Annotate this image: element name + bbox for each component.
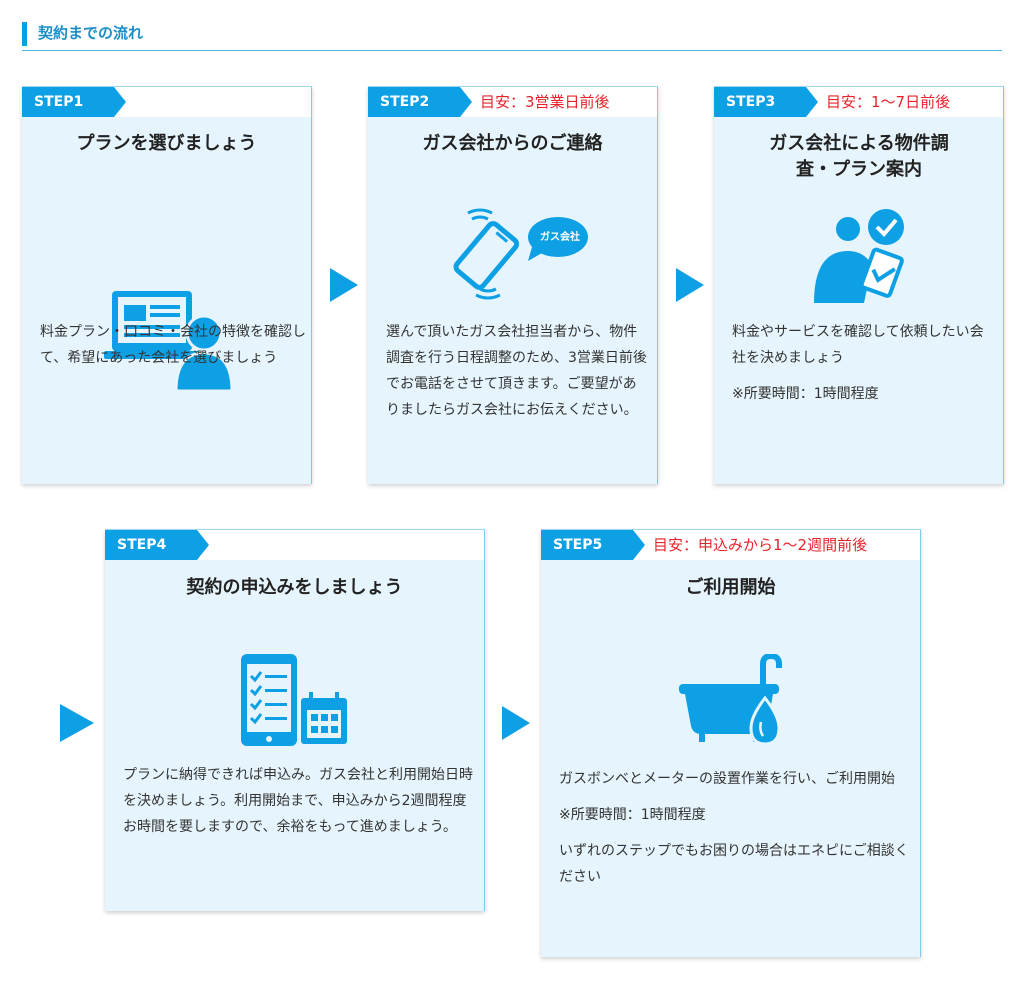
step-body-note: ※所要時間：1時間程度 bbox=[732, 386, 879, 402]
step-title: プランを選びましょう bbox=[76, 133, 257, 154]
step-tag: STEP4 bbox=[105, 530, 209, 560]
step-card-2: STEP2 目安：3営業日前後 ガス会社からのご連絡 ガス会社 選んで頂いたガス… bbox=[368, 86, 658, 484]
step-title: 契約の申込みをしましょう bbox=[186, 577, 403, 598]
step-estimate: 目安：1〜7日前後 bbox=[826, 93, 951, 111]
step-body-text: 選んで頂いたガス会社担当者から、物件調査を行う日程調整のため、3営業日前後でお電… bbox=[386, 324, 647, 418]
arrow-right-icon bbox=[502, 706, 530, 740]
step-tag: STEP3 bbox=[714, 87, 818, 117]
step-tag: STEP1 bbox=[22, 87, 126, 117]
step-title: ガス会社からのご連絡 bbox=[422, 133, 603, 154]
step-body: 料金やサービスを確認して依頼したい会社を決めましょう ※所要時間：1時間程度 bbox=[732, 319, 996, 417]
smartphone-calendar-icon bbox=[241, 654, 351, 754]
step-body-text: プランに納得できれば申込み。ガス会社と利用開始日時を決めましょう。利用開始まで、… bbox=[123, 767, 473, 835]
step-body-help: いずれのステップでもお困りの場合はエネピにご相談ください bbox=[559, 843, 909, 885]
step-body: 料金プラン・口コミ・会社の特徴を確認して、希望にあった会社を選びましょう bbox=[40, 319, 310, 381]
step-card-3: STEP3 目安：1〜7日前後 ガス会社による物件調査・プラン案内 料金やサービ… bbox=[714, 86, 1004, 484]
person-checklist-icon bbox=[808, 207, 918, 307]
step-body: ガスボンベとメーターの設置作業を行い、ご利用開始 ※所要時間：1時間程度 いずれ… bbox=[559, 766, 909, 900]
section-heading: 契約までの流れ bbox=[22, 20, 1002, 51]
bathtub-icon bbox=[679, 652, 789, 754]
heading-text: 契約までの流れ bbox=[38, 24, 144, 42]
step-card-5: STEP5 目安：申込みから1〜2週間前後 ご利用開始 ガスボンベとメーターの設… bbox=[541, 529, 921, 957]
person-computer-icon bbox=[104, 291, 234, 395]
step-title: ガス会社による物件調査・プラン案内 bbox=[769, 133, 949, 180]
step-title: ご利用開始 bbox=[685, 577, 776, 598]
step-card-1: STEP1 プランを選びましょう 料金プラン・口コミ・会社の特徴を確認して、希望… bbox=[22, 86, 312, 484]
step-body: プランに納得できれば申込み。ガス会社と利用開始日時を決めましょう。利用開始まで、… bbox=[123, 762, 473, 850]
arrow-right-icon bbox=[676, 268, 704, 302]
phone-call-icon bbox=[450, 207, 590, 311]
step-body-text: 料金やサービスを確認して依頼したい会社を決めましょう bbox=[732, 324, 984, 366]
arrow-right-icon bbox=[60, 704, 94, 742]
step-estimate: 目安：申込みから1〜2週間前後 bbox=[653, 536, 868, 554]
heading-accent-bar bbox=[22, 22, 27, 46]
step-body-text: 料金プラン・口コミ・会社の特徴を確認して、希望にあった会社を選びましょう bbox=[40, 324, 306, 366]
step-body-note: ※所要時間：1時間程度 bbox=[559, 807, 706, 823]
speech-bubble-label: ガス会社 bbox=[540, 232, 580, 243]
step-card-4: STEP4 契約の申込みをしましょう プランに納得できれ bbox=[105, 529, 485, 911]
step-tag: STEP2 bbox=[368, 87, 472, 117]
step-tag: STEP5 bbox=[541, 530, 645, 560]
step-estimate: 目安：3営業日前後 bbox=[480, 93, 610, 111]
step-body: 選んで頂いたガス会社担当者から、物件調査を行う日程調整のため、3営業日前後でお電… bbox=[386, 319, 650, 433]
arrow-right-icon bbox=[330, 268, 358, 302]
step-body-text: ガスボンベとメーターの設置作業を行い、ご利用開始 bbox=[559, 771, 895, 787]
